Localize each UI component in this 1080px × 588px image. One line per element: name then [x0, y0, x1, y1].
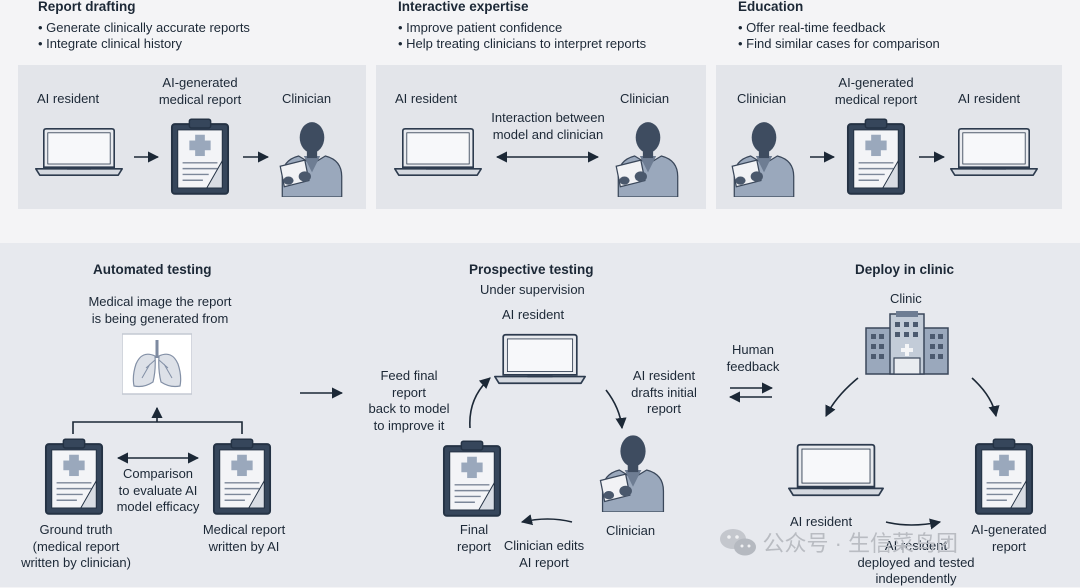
interactive-bullet-1: • Improve patient confidence [398, 20, 563, 35]
ed-clinician-label: Clinician [737, 91, 787, 106]
ie-ai-resident-label: AI resident [395, 91, 458, 106]
ie-interaction-label: Interaction between model and clinician [491, 110, 605, 142]
report-drafting-bullet-1: • Generate clinically accurate reports [38, 20, 250, 35]
automated-testing-title: Automated testing [93, 262, 212, 277]
interactive-bullet-2-text: Help treating clinicians to interpret re… [406, 36, 647, 51]
rd-report-label: AI-generated medical report [158, 75, 242, 107]
wechat-icon [720, 529, 756, 556]
medical-image-caption: Medical image the report is being genera… [88, 294, 232, 326]
deployed-label: AI resident deployed and tested independ… [857, 538, 975, 586]
clinician-edits-label: Clinician edits AI report [503, 538, 585, 570]
education-title: Education [738, 0, 804, 14]
rd-clinician-label: Clinician [282, 91, 332, 106]
under-supervision-label: Under supervision [480, 282, 585, 297]
pt-clinician-label: Clinician [606, 523, 656, 538]
final-report-label: Final report [457, 522, 491, 554]
report-drafting-title: Report drafting [38, 0, 136, 14]
interactive-expertise-title: Interactive expertise [398, 0, 529, 14]
bottom-section [0, 243, 1080, 587]
feed-back-label: Feed final report back to model to impro… [368, 368, 450, 433]
watermark-text: 公众号 · 生信菜鸟团 [762, 531, 959, 556]
drafts-label: AI resident drafts initial report [631, 368, 697, 416]
interactive-bullet-2: • Help treating clinicians to interpret … [398, 36, 647, 51]
ie-clinician-label: Clinician [620, 91, 670, 106]
ai-generated-report-label: AI-generated report [971, 522, 1047, 554]
dc-ai-resident-label: AI resident [790, 514, 853, 529]
clinic-label: Clinic [890, 291, 922, 306]
pt-ai-resident-label: AI resident [502, 307, 565, 322]
rd-ai-resident-label: AI resident [37, 91, 100, 106]
written-by-ai-label: Medical report written by AI [202, 522, 286, 554]
report-drafting-bullet-1-text: Generate clinically accurate reports [46, 20, 250, 35]
deploy-in-clinic-title: Deploy in clinic [855, 262, 955, 277]
education-bullet-2: • Find similar cases for comparison [738, 36, 940, 51]
report-drafting-bullet-2: • Integrate clinical history [38, 36, 183, 51]
report-drafting-bullet-2-text: Integrate clinical history [46, 36, 183, 51]
prospective-testing-title: Prospective testing [469, 262, 594, 277]
ground-truth-label: Ground truth (medical report written by … [21, 522, 131, 570]
interactive-bullet-1-text: Improve patient confidence [406, 20, 563, 35]
human-feedback-label: Human feedback [726, 342, 780, 374]
education-bullet-2-text: Find similar cases for comparison [746, 36, 940, 51]
education-bullet-1: • Offer real-time feedback [738, 20, 886, 35]
education-bullet-1-text: Offer real-time feedback [746, 20, 886, 35]
ed-ai-resident-label: AI resident [958, 91, 1021, 106]
ed-report-label: AI-generated medical report [834, 75, 918, 107]
watermark: 公众号 · 生信菜鸟团 [718, 526, 958, 558]
comparison-label: Comparison to evaluate AI model efficacy [116, 466, 200, 514]
